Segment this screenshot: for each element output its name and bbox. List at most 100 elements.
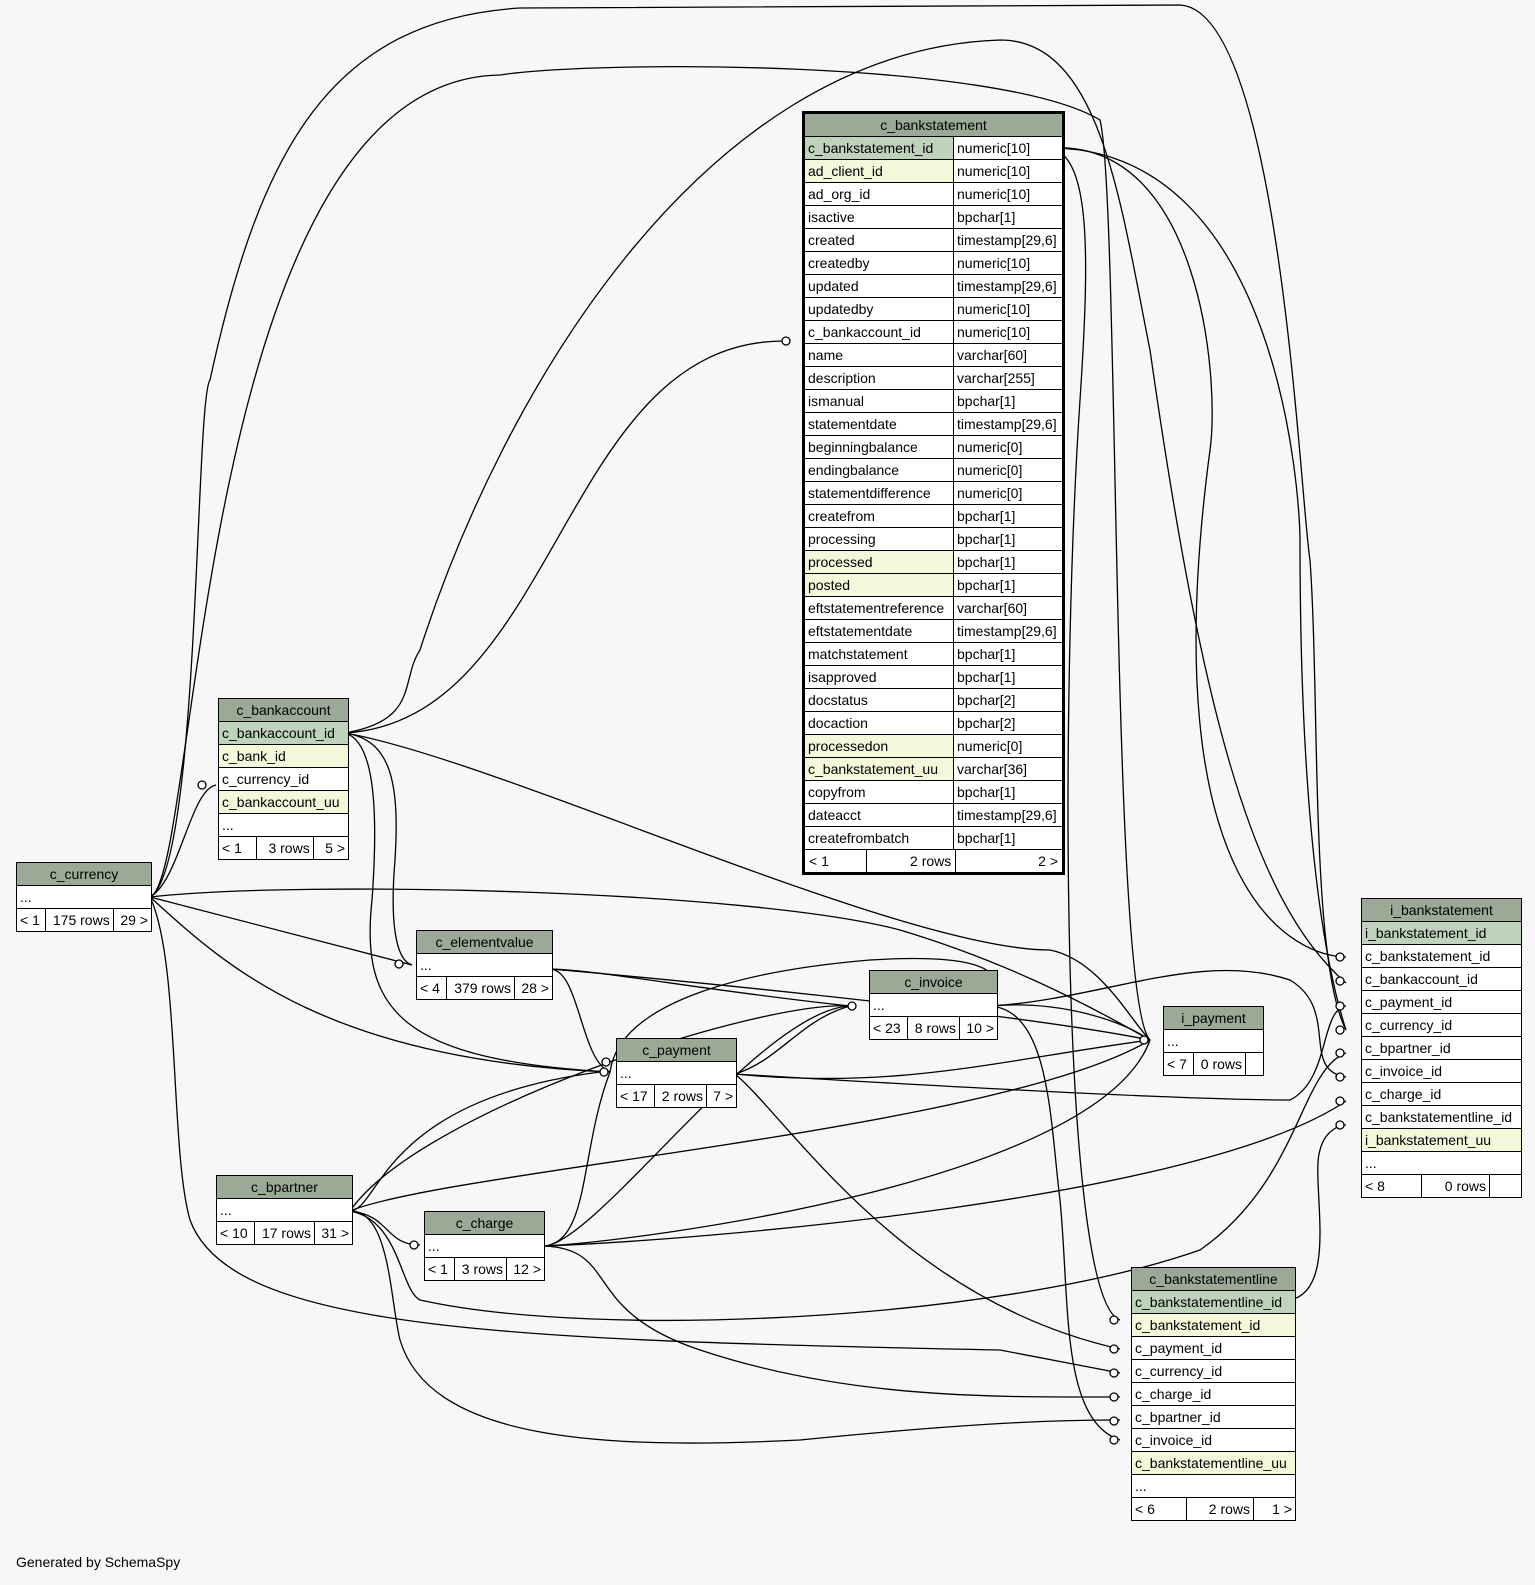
column-name: docstatus [803,688,954,712]
footer-parents: < 7 [1163,1052,1194,1076]
column-type: timestamp[29,6] [953,803,1064,827]
column-name: i_bankstatement_uu [1361,1128,1522,1152]
table-row: ... [1162,1029,1265,1053]
column-type: bpchar[2] [953,711,1064,735]
column-type: varchar[60] [953,343,1064,367]
table-row: c_invoice_id [1361,1059,1522,1083]
column-name: ... [415,953,554,977]
column-name: c_bankstatement_uu [803,757,954,781]
footer-children: 10 > [958,1016,999,1040]
footer-rows: 0 rows [1193,1052,1246,1076]
footer-children: 28 > [513,976,554,1000]
column-name: ... [424,1234,545,1258]
column-name: processed [803,550,954,574]
column-name: c_bankstatement_id [1361,944,1522,968]
column-type: bpchar[1] [953,642,1064,666]
column-name: c_bankaccount_id [803,320,954,344]
column-type: numeric[10] [953,159,1064,183]
footer-children: 1 > [1253,1497,1296,1521]
footer-rows: 8 rows [907,1016,960,1040]
table-row: i_bankstatement_uu [1361,1128,1522,1152]
footer-rows: 175 rows [45,908,114,932]
column-name: c_bankaccount_id [1361,967,1522,991]
footer-rows: 3 rows [256,836,314,860]
column-name: createfrombatch [803,826,954,850]
column-type: bpchar[1] [953,780,1064,804]
table-row: ... [1131,1474,1296,1498]
footer-parents: < 8 [1361,1174,1422,1198]
column-name: processedon [803,734,954,758]
footer-parents: < 1 [15,908,47,932]
table-row: c_charge_id [1131,1382,1296,1406]
column-type: varchar[36] [953,757,1064,781]
column-name: ... [1131,1474,1296,1498]
column-name: statementdifference [803,481,954,505]
column-name: c_bankstatement_id [1131,1313,1296,1337]
column-name: ad_client_id [803,159,954,183]
table-row: ... [1361,1151,1522,1175]
column-name: c_bankstatementline_id [1361,1105,1522,1129]
table-row: c_bpartner_id [1131,1405,1296,1429]
column-name: eftstatementdate [803,619,954,643]
column-name: i_bankstatement_id [1361,921,1522,945]
footer-rows: 2 rows [1186,1497,1254,1521]
footer-children [1489,1174,1522,1198]
column-name: updatedby [803,297,954,321]
column-name: isactive [803,205,954,229]
table-row: c_charge_id [1361,1082,1522,1106]
table-row: c_payment_id [1131,1336,1296,1360]
footer-children: 12 > [506,1257,545,1281]
column-name: c_payment_id [1131,1336,1296,1360]
footer-parents: < 10 [216,1221,255,1245]
table-row: i_bankstatement_id [1361,921,1522,945]
footer-children: 2 > [1038,853,1059,869]
column-type: numeric[0] [953,734,1064,758]
footer-rows: 17 rows [254,1221,315,1245]
column-name: c_bankstatement_id [803,136,954,160]
footer-parents: < 1 [217,836,258,860]
footer-parents: < 23 [869,1016,908,1040]
table-header: c_elementvalue [415,930,554,954]
footer-parents: < 4 [416,976,447,1000]
column-name: dateacct [803,803,954,827]
generated-by-footer: Generated by SchemaSpy [16,1554,181,1570]
column-name: c_payment_id [1361,990,1522,1014]
column-type: numeric[0] [953,481,1064,505]
column-type: bpchar[2] [953,688,1064,712]
column-name: ... [868,993,999,1017]
column-name: c_bpartner_id [1361,1036,1522,1060]
column-name: beginningbalance [803,435,954,459]
footer-rows: 3 rows [454,1257,507,1281]
column-type: timestamp[29,6] [953,274,1064,298]
footer-children: 29 > [112,908,153,932]
column-name: updated [803,274,954,298]
column-type: bpchar[1] [953,527,1064,551]
table-header: c_bankstatementline [1131,1267,1296,1291]
column-name: ... [1361,1151,1522,1175]
column-type: timestamp[29,6] [953,619,1064,643]
footer-children: 5 > [312,836,350,860]
table-row: ... [215,1198,354,1222]
column-name: ... [215,1198,354,1222]
column-name: c_bank_id [218,744,349,768]
table-header: c_bankaccount [218,698,349,722]
table-row: c_bankstatementline_id [1361,1105,1522,1129]
